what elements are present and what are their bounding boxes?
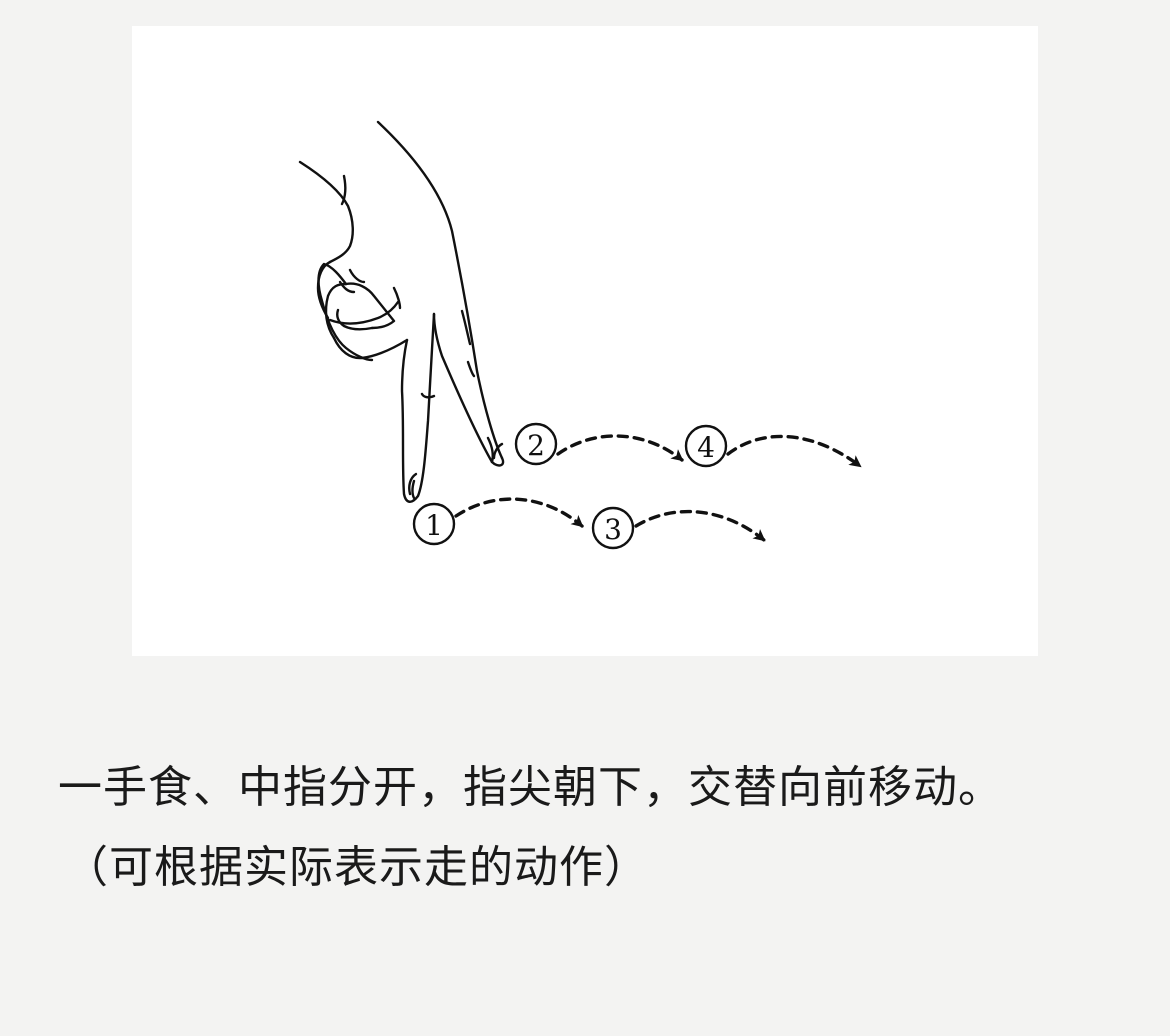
illustration-card: 1 2 3 4 xyxy=(132,26,1038,656)
walking-fingers-diagram: 1 2 3 4 xyxy=(298,120,862,550)
hand-icon xyxy=(298,120,505,503)
movement-arrows xyxy=(454,434,862,542)
step-label-1: 1 xyxy=(425,509,443,542)
step-marker-1: 1 xyxy=(412,502,456,546)
step-label-2: 2 xyxy=(527,429,545,462)
step-marker-2: 2 xyxy=(514,422,558,466)
arrow-4-onward xyxy=(726,434,862,468)
step-label-3: 3 xyxy=(604,513,622,546)
caption-instruction: 一手食、中指分开，指尖朝下，交替向前移动。 xyxy=(58,762,1003,813)
caption: 一手食、中指分开，指尖朝下，交替向前移动。 （可根据实际表示走的动作） xyxy=(58,748,1158,908)
step-label-4: 4 xyxy=(697,431,715,464)
arrow-2-to-4 xyxy=(556,434,684,462)
step-marker-4: 4 xyxy=(684,424,728,468)
caption-note: （可根据实际表示走的动作） xyxy=(64,842,649,893)
step-marker-3: 3 xyxy=(591,506,635,550)
arrow-1-to-3 xyxy=(454,497,584,528)
arrow-3-onward xyxy=(634,509,766,542)
